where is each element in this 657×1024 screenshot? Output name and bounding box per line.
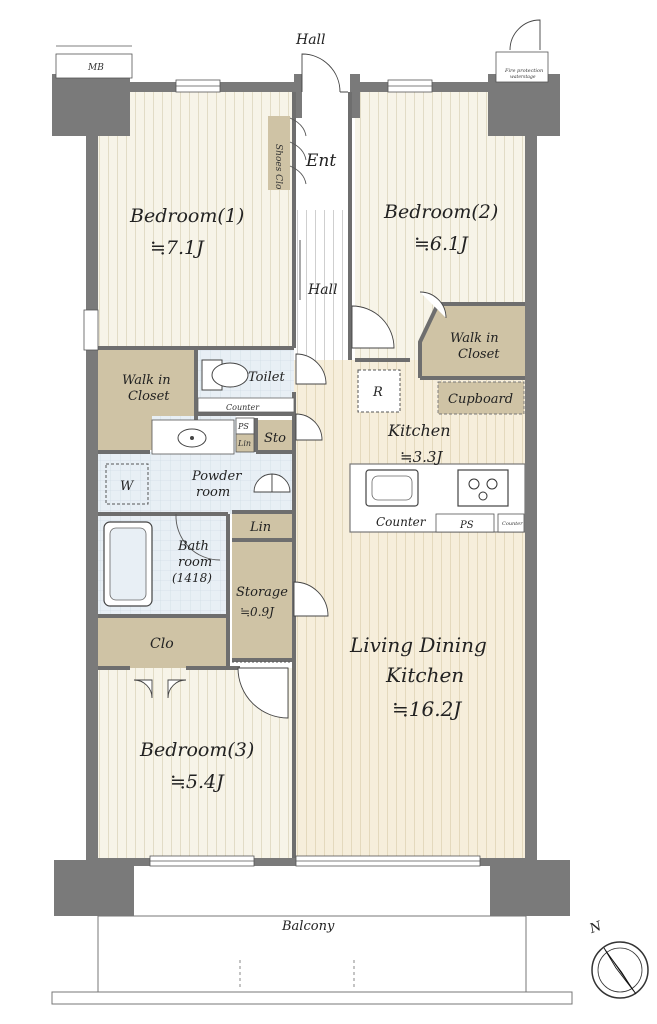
shoes-closet-label: Shoes Clo: [273, 144, 283, 190]
bedroom2-size: ≒6.1J: [414, 233, 469, 255]
mb-label: MB: [87, 63, 104, 73]
mb-box: [55, 53, 133, 79]
lin-label: Lin: [249, 520, 271, 535]
powder-label-a: Powder: [191, 469, 242, 484]
entrance-floor: [296, 92, 350, 210]
ps-label: PS: [459, 520, 474, 531]
walkin2-label-b: Closet: [458, 347, 500, 362]
lin2-floor: [232, 512, 292, 540]
ldk-floor: [294, 360, 525, 858]
sto-floor: [258, 420, 292, 452]
storage-floor: [232, 540, 292, 658]
washer-label: W: [120, 479, 135, 494]
lin-small-label: Lin: [237, 439, 251, 448]
ldk-label-a: Living Dining: [349, 633, 487, 657]
toilet-counter-label: Counter: [226, 403, 260, 412]
closet-floor: [98, 616, 228, 668]
north-label: N: [587, 919, 604, 938]
hall-mid-label: Hall: [307, 282, 338, 298]
interior-walls: [98, 92, 525, 858]
shoes-floor: [268, 116, 290, 190]
walkin1-label-b: Closet: [128, 389, 170, 404]
windows: [83, 79, 481, 867]
bedroom2-label: Bedroom(2): [383, 201, 498, 223]
storage-label: Storage: [236, 585, 288, 600]
entrance-label: Ent: [305, 151, 336, 171]
ldk-label-b: Kitchen: [385, 663, 464, 687]
walkin1-label-a: Walk in: [122, 373, 171, 388]
walkin2-label-a: Walk in: [450, 331, 499, 346]
kitchen-counter-label: Counter: [376, 515, 427, 529]
doors: [133, 19, 549, 719]
ldk-size: ≒16.2J: [392, 697, 462, 721]
hall-top-label: Hall: [295, 32, 326, 48]
cupboard-label: Cupboard: [448, 392, 513, 407]
balcony-label: Balcony: [281, 919, 335, 934]
fridge-label: R: [372, 385, 383, 400]
sto-label: Sto: [264, 431, 286, 446]
closet-label: Clo: [150, 636, 174, 652]
fixtures: [103, 359, 525, 663]
powder-label-b: room: [196, 485, 230, 500]
bath-label-b: room: [178, 555, 212, 570]
walkin2-floor: [420, 304, 525, 378]
storage-size: ≒0.9J: [240, 605, 275, 619]
tiny-counter-label: Counter: [502, 521, 523, 527]
compass: [591, 941, 649, 999]
bedroom1-floor: [98, 92, 294, 348]
balcony: [51, 915, 573, 1005]
fire-protection-label2: waterstage: [510, 74, 536, 80]
bedroom1-size: ≒7.1J: [150, 237, 205, 259]
bedroom1-label: Bedroom(1): [129, 205, 244, 227]
cupboard-floor: [438, 382, 524, 414]
kitchen-label: Kitchen: [387, 421, 451, 440]
ps-small-label: PS: [237, 422, 249, 431]
bath-label-c: (1418): [172, 571, 212, 585]
kitchen-size: ≒3.3J: [400, 448, 443, 466]
bath-label-a: Bath: [177, 539, 209, 554]
fire-protection-label: Fire protection: [504, 68, 543, 74]
bedroom3-size: ≒5.4J: [170, 771, 225, 793]
toilet-label: Toilet: [248, 370, 285, 385]
bedroom3-label: Bedroom(3): [139, 739, 254, 761]
